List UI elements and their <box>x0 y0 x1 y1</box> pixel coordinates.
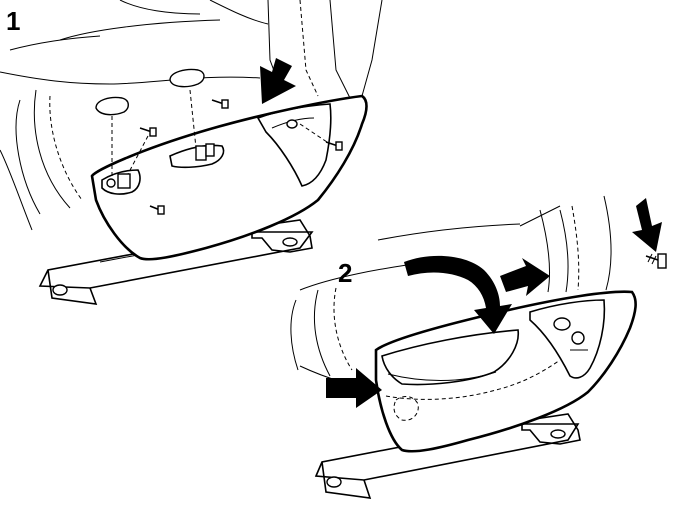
seat-backrest-1 <box>209 0 383 99</box>
screw-icon <box>211 99 229 109</box>
side-panel-2 <box>374 290 637 453</box>
step-1-illustration: 1 <box>0 0 383 305</box>
seat-rail-2 <box>314 407 581 499</box>
clip-area-1 <box>101 169 141 195</box>
handle-pocket-2 <box>381 329 519 386</box>
screw-icon <box>139 127 157 137</box>
push-arrow-icon <box>500 258 550 296</box>
seat-backrest-2 <box>519 195 612 293</box>
push-arrow-icon <box>632 198 662 252</box>
clip-icon <box>95 96 129 116</box>
push-arrow-icon <box>260 58 296 104</box>
push-arrow-icon <box>326 368 382 408</box>
handle-recess-1 <box>256 103 332 187</box>
screw-icon <box>325 141 343 151</box>
mechanism-recess-2 <box>529 299 606 379</box>
rotate-arrow-icon <box>404 255 512 334</box>
step-2-illustration: 2 <box>290 195 667 499</box>
step-2-label: 2 <box>338 258 352 288</box>
side-panel-1 <box>90 94 368 261</box>
step-1-label: 1 <box>6 6 20 36</box>
trim-caps-1 <box>95 68 205 116</box>
screws-1 <box>139 99 343 215</box>
screw-icon <box>149 205 165 215</box>
screw-icon <box>645 253 667 269</box>
seat-cushion-1 <box>0 0 261 231</box>
